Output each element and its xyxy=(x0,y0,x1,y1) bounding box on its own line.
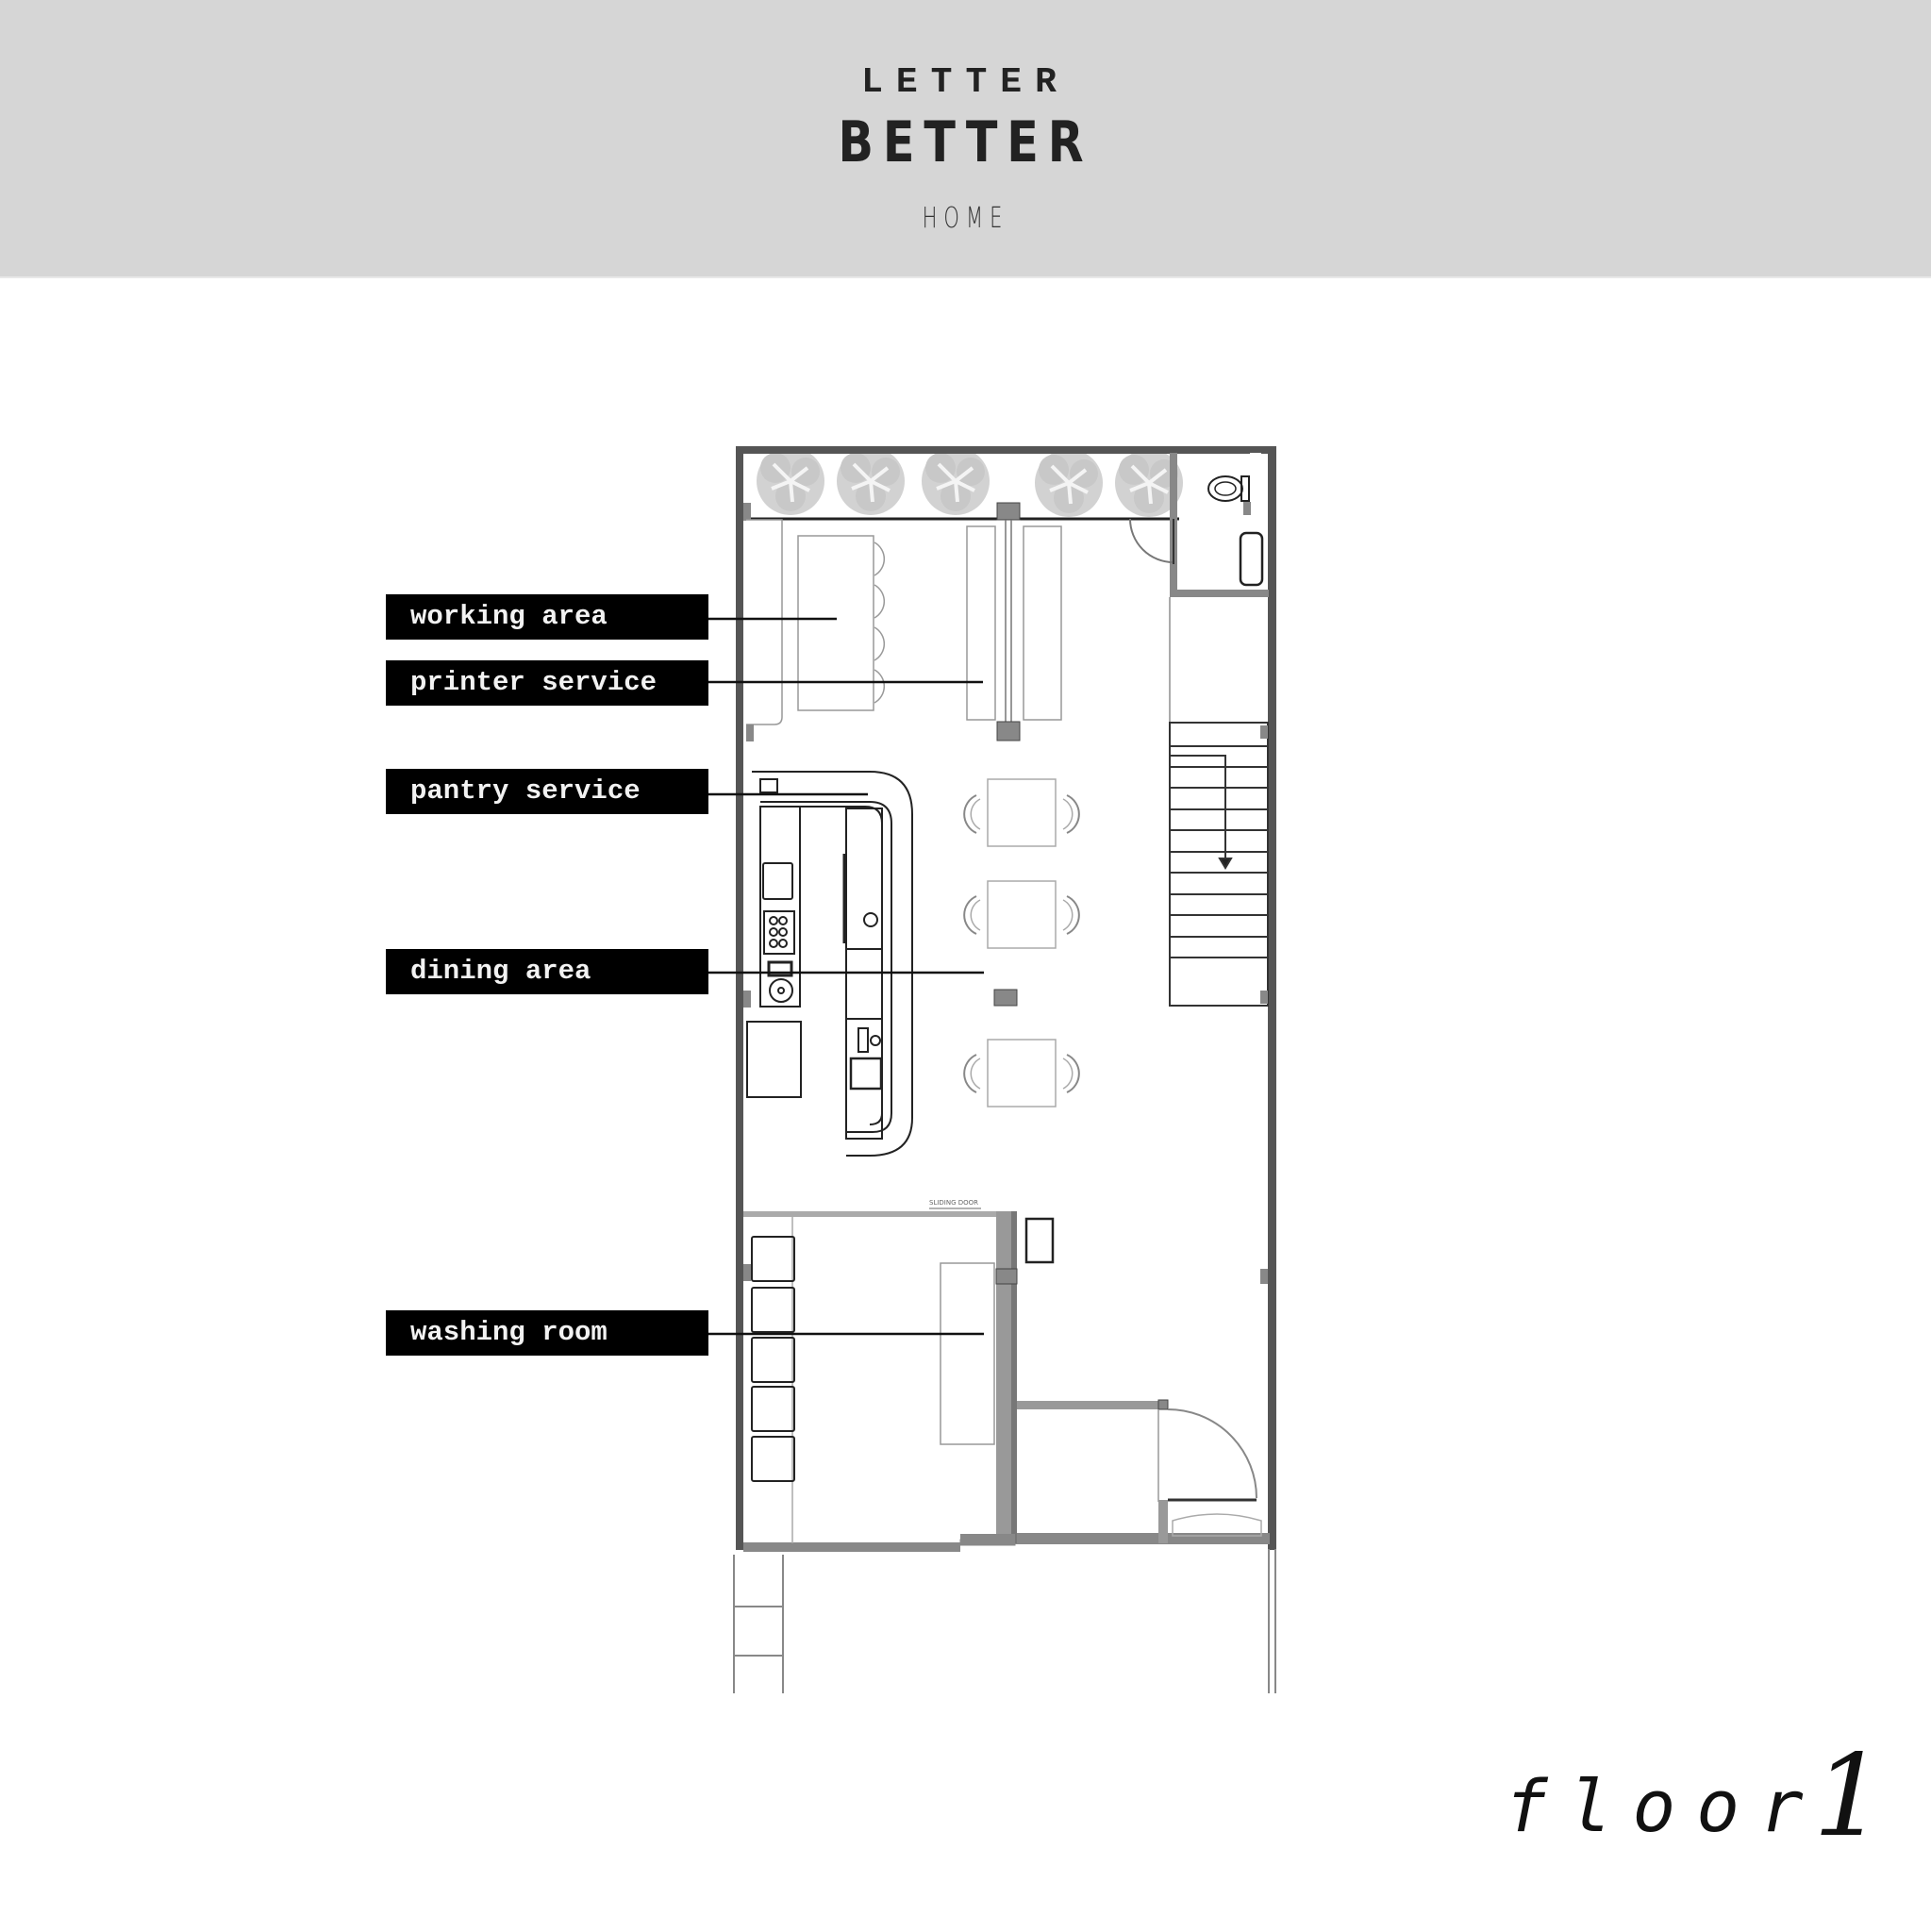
arrow-down-icon xyxy=(1218,858,1233,870)
label-dining-area: dining area xyxy=(386,949,708,994)
pantry-counter xyxy=(746,771,913,1157)
brand-line-letter: LETTER xyxy=(861,62,1070,103)
working-area-furniture xyxy=(746,519,1062,726)
dining-tables xyxy=(963,778,1080,1108)
staircase xyxy=(1169,597,1269,1007)
plant-icon xyxy=(1033,447,1105,519)
label-pantry-service: pantry service xyxy=(386,769,708,814)
cabinet xyxy=(1024,1217,1055,1264)
stair-direction-arrow xyxy=(1170,755,1226,863)
plant-icon xyxy=(920,445,991,517)
label-working-area: working area xyxy=(386,594,708,640)
entry-vestibule xyxy=(1017,1399,1262,1543)
floor-number: 1 xyxy=(1813,1731,1886,1862)
sliding-door-note: SLIDING DOOR xyxy=(929,1199,978,1207)
brand-line-home: HOME xyxy=(922,202,1009,235)
floor-caption: floor xyxy=(1505,1764,1824,1848)
plant-icon xyxy=(835,445,907,517)
washing-room: SLIDING DOOR xyxy=(743,1199,1018,1545)
brand-line-better: BETTER xyxy=(838,109,1093,175)
plant-icon xyxy=(755,445,826,517)
planter-row xyxy=(755,445,1185,519)
title-banner: LETTER BETTER HOME xyxy=(0,0,1931,278)
label-printer-service: printer service xyxy=(386,660,708,706)
exterior-steps xyxy=(733,1549,1276,1693)
label-washing-room: washing room xyxy=(386,1310,708,1356)
toilet-room xyxy=(1129,453,1269,597)
label-leaders xyxy=(707,617,984,1336)
